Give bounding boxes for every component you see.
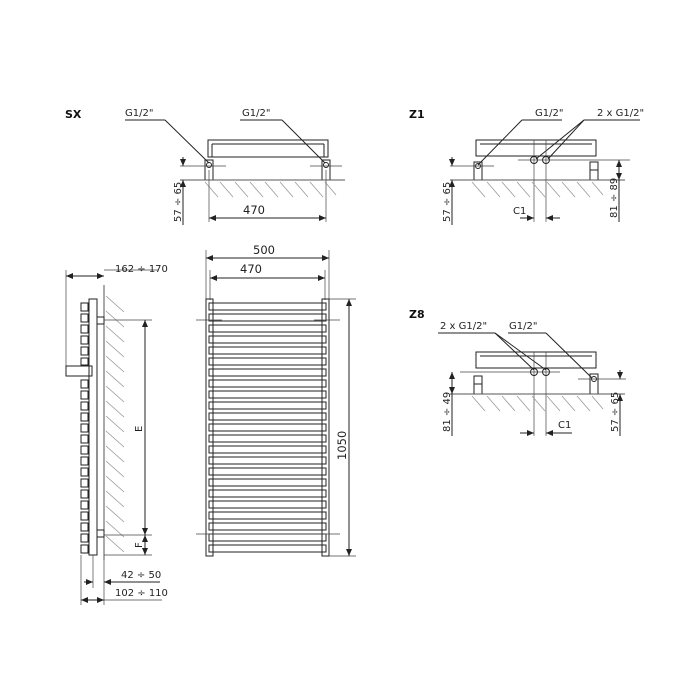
z1-offset-label: C1 bbox=[513, 206, 526, 217]
sx-connection-left-label: G1/2" bbox=[125, 108, 153, 119]
z8-view: Z8 2 x G1/2" G1/2" 81 ÷ 49 bbox=[409, 308, 626, 436]
sx-connection-right-label: G1/2" bbox=[242, 108, 270, 119]
sx-view: SX G1/2" G1/2" 57 ÷ 65 bbox=[65, 108, 345, 225]
z8-offset-label: C1 bbox=[558, 420, 571, 431]
side-bottom-offset: F bbox=[134, 542, 145, 548]
z1-title: Z1 bbox=[409, 108, 425, 121]
z8-title: Z8 bbox=[409, 308, 425, 321]
front-axis-width: 470 bbox=[240, 262, 262, 276]
side-axis-distance: E bbox=[134, 426, 145, 432]
z8-connection-single-label: G1/2" bbox=[509, 321, 537, 332]
side-depth-top: 162 ÷ 170 bbox=[115, 264, 168, 275]
front-collector-left bbox=[205, 298, 214, 557]
sx-height-range: 57 ÷ 65 bbox=[173, 182, 184, 222]
z1-connection-double-label: 2 x G1/2" bbox=[597, 108, 644, 119]
front-overall-height: 1050 bbox=[335, 431, 349, 460]
z1-view: Z1 G1/2" 2 x G1/2" 57 ÷ bbox=[409, 108, 644, 225]
z1-connection-single-label: G1/2" bbox=[535, 108, 563, 119]
side-view: 162 ÷ 170 bbox=[65, 264, 168, 605]
sx-spacing-dimension: 470 bbox=[243, 203, 265, 217]
z8-height-range-left: 81 ÷ 49 bbox=[442, 392, 453, 432]
front-overall-width: 500 bbox=[253, 243, 275, 257]
z1-height-range-right: 81 ÷ 89 bbox=[609, 178, 620, 218]
z8-connection-double-label: 2 x G1/2" bbox=[440, 321, 487, 332]
side-collector bbox=[88, 298, 98, 556]
front-view: 500 470 1050 bbox=[196, 243, 356, 557]
z8-height-range-right: 57 ÷ 65 bbox=[610, 392, 621, 432]
side-wall-gap: 42 ÷ 50 bbox=[121, 570, 161, 581]
side-total-depth: 102 ÷ 110 bbox=[115, 588, 168, 599]
z1-height-range-left: 57 ÷ 65 bbox=[442, 182, 453, 222]
front-collector-right bbox=[321, 298, 330, 557]
sx-title: SX bbox=[65, 108, 82, 121]
front-bars bbox=[208, 302, 327, 553]
